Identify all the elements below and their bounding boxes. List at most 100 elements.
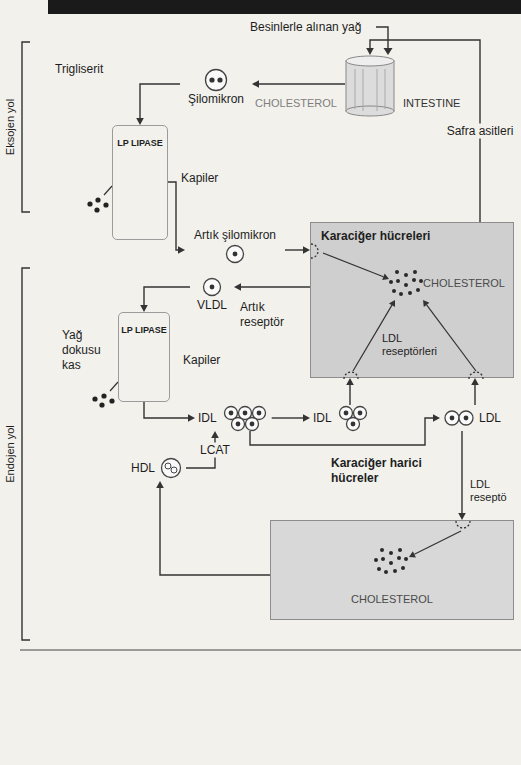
particle-icon (201, 276, 223, 298)
decor-shape (48, 0, 521, 14)
capillary-box: LP LIPASEKapiler (118, 312, 170, 402)
connector-line (461, 431, 462, 513)
connector (168, 182, 185, 254)
decor-shape (396, 279, 400, 283)
decor-shape (416, 288, 420, 292)
decor-shape (393, 569, 397, 573)
decor-shape (398, 548, 402, 552)
decor-shape (374, 558, 378, 562)
decor-shape (346, 418, 359, 431)
intestine-cylinder: CHOLESTEROLINTESTINE (345, 55, 395, 117)
decor-shape (343, 411, 348, 416)
connector-line (241, 286, 310, 287)
decor-shape (385, 69, 386, 109)
decor-shape (210, 285, 215, 290)
edge-label: LCAT (197, 442, 233, 457)
hdl-particle: HDL (128, 455, 186, 481)
decor-shape (20, 650, 521, 651)
decor-shape (346, 106, 394, 116)
decor-shape (344, 372, 358, 379)
enzyme-name: LP LIPASE (121, 325, 167, 336)
decor-shape (95, 197, 100, 202)
particle-label: Artık şilomikron (194, 228, 276, 243)
particle-label: VLDL (197, 298, 227, 313)
decor-shape (363, 69, 364, 111)
decor-shape (233, 252, 238, 257)
connector-line (474, 385, 475, 405)
decor-shape (392, 289, 396, 293)
decor-shape (377, 567, 381, 571)
decor-shape (256, 411, 261, 416)
cholesterol-text: CHOLESTEROL (271, 593, 513, 606)
decor-shape (413, 270, 417, 274)
connector (136, 84, 180, 125)
decor-shape (376, 27, 388, 49)
decor-shape (384, 570, 388, 574)
capillary-label: Kapiler (183, 353, 220, 368)
cell-heading: Karaciğer harici hücreler (331, 456, 451, 486)
decor-shape (404, 273, 408, 277)
arrow-head (458, 513, 466, 520)
decor-shape (469, 372, 483, 379)
arrow-head (211, 431, 219, 438)
capillary-label: Kapiler (181, 171, 218, 186)
decor-shape (235, 422, 240, 427)
decor-shape (389, 561, 393, 565)
decor-shape (414, 531, 461, 554)
connector (252, 80, 345, 88)
arrow-head (471, 378, 479, 385)
particle-label: IDL (313, 411, 332, 426)
arrow-head (234, 283, 241, 291)
decor-shape (92, 396, 97, 401)
arrow-head (433, 414, 440, 422)
decor-shape (323, 253, 383, 277)
arrow-head (188, 414, 195, 422)
connector-line (285, 249, 303, 250)
decor-shape (389, 300, 395, 307)
enzyme-name: LP LIPASE (117, 138, 163, 149)
decor-shape (357, 411, 362, 416)
particle-icon (159, 456, 183, 480)
decor-shape (22, 42, 30, 212)
connector (458, 431, 466, 520)
annotation-label: Yağ dokusu kas (62, 328, 112, 373)
connector (144, 402, 195, 422)
connector-line (349, 385, 350, 405)
arrow-head (252, 80, 259, 88)
decor-shape (227, 246, 244, 263)
particle-icon (336, 405, 370, 431)
decor-shape (397, 556, 401, 560)
annotation-label: Artık reseptör (240, 300, 302, 330)
decor-shape (204, 279, 221, 296)
decor-shape (228, 411, 233, 416)
decor-shape (377, 69, 378, 111)
decor-shape (464, 416, 469, 421)
particle-label: LDL (479, 411, 501, 426)
connector (471, 378, 479, 405)
connector-line (144, 402, 188, 418)
annotation-label: LDL reseptörleri (382, 332, 448, 358)
connector-line (250, 418, 433, 445)
decor-shape (245, 418, 258, 431)
decor-shape (350, 422, 355, 427)
decor-shape (382, 274, 389, 281)
decor-shape (217, 77, 222, 82)
decor-shape (399, 292, 403, 296)
decor-shape (355, 69, 356, 109)
connector-line (160, 488, 270, 575)
decor-shape (346, 61, 394, 111)
idl-cluster: IDL (310, 405, 373, 431)
remnant-particle: Artık şilomikron (185, 228, 285, 267)
connector (140, 287, 190, 312)
organ-name: INTESTINE (403, 97, 460, 110)
arrow-head (303, 414, 310, 422)
annotation-label: Trigliserit (55, 62, 103, 77)
arrow-head (346, 378, 354, 385)
arrow-head (136, 118, 144, 125)
decor-shape (459, 411, 473, 425)
connector (272, 414, 310, 422)
decor-shape (162, 459, 181, 478)
decor-shape (109, 398, 114, 403)
decor-shape (380, 548, 384, 552)
